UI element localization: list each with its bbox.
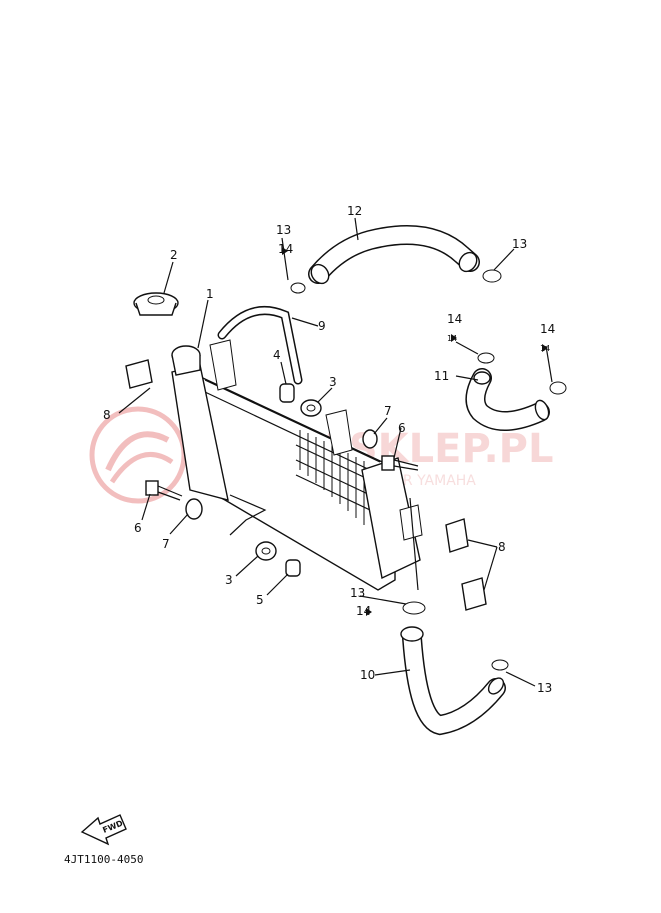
lower-hose <box>400 626 506 736</box>
callout-7-left: 7 <box>162 537 170 551</box>
clamp-marker-icons <box>282 247 548 616</box>
callout-6-left: 6 <box>134 521 142 535</box>
callout-11: 11 <box>434 369 449 383</box>
callout-2: 2 <box>170 248 178 262</box>
callout-3-lower: 3 <box>225 573 233 587</box>
leader-lines <box>118 217 553 687</box>
part-code: 4JT1100-4050 <box>64 853 143 866</box>
callout-10: 10 <box>360 668 375 682</box>
forward-arrow-icon: FWD <box>80 814 127 846</box>
triangle-marker-icon <box>451 334 457 342</box>
fasteners <box>125 359 487 611</box>
upper-hose <box>308 225 480 285</box>
triangle-marker-icon <box>366 608 372 616</box>
hose-clamps <box>290 269 567 671</box>
callout-8-left: 8 <box>103 408 111 422</box>
callout-13-bottom-right: 13 <box>537 681 552 695</box>
callouts: 2 1 12 13 13 14 9 4 3 7 6 8 6 7 3 5 14 1… <box>103 204 555 695</box>
callout-14-top-left: 14 <box>278 242 293 256</box>
radiator-core <box>171 339 423 591</box>
callout-14-mid: 14 <box>447 312 462 326</box>
callout-8-right: 8 <box>498 540 506 554</box>
callout-6-right: 6 <box>398 421 406 435</box>
triangle-marker-icon <box>542 344 548 352</box>
callout-13-top-right: 13 <box>512 237 527 251</box>
callout-5: 5 <box>256 593 264 607</box>
callout-13-top-left: 13 <box>276 223 291 237</box>
triangle-marker-icon <box>282 247 288 255</box>
callout-12: 12 <box>347 204 362 218</box>
callout-13-lower: 13 <box>350 586 365 600</box>
callout-14-right: 14 <box>540 322 555 336</box>
callout-9: 9 <box>318 319 326 333</box>
callout-4: 4 <box>273 348 281 362</box>
callout-7-right: 7 <box>384 404 392 418</box>
side-hose <box>465 368 550 431</box>
radiator-cap <box>133 292 179 316</box>
callout-1: 1 <box>206 287 214 301</box>
callout-3-upper: 3 <box>329 375 337 389</box>
